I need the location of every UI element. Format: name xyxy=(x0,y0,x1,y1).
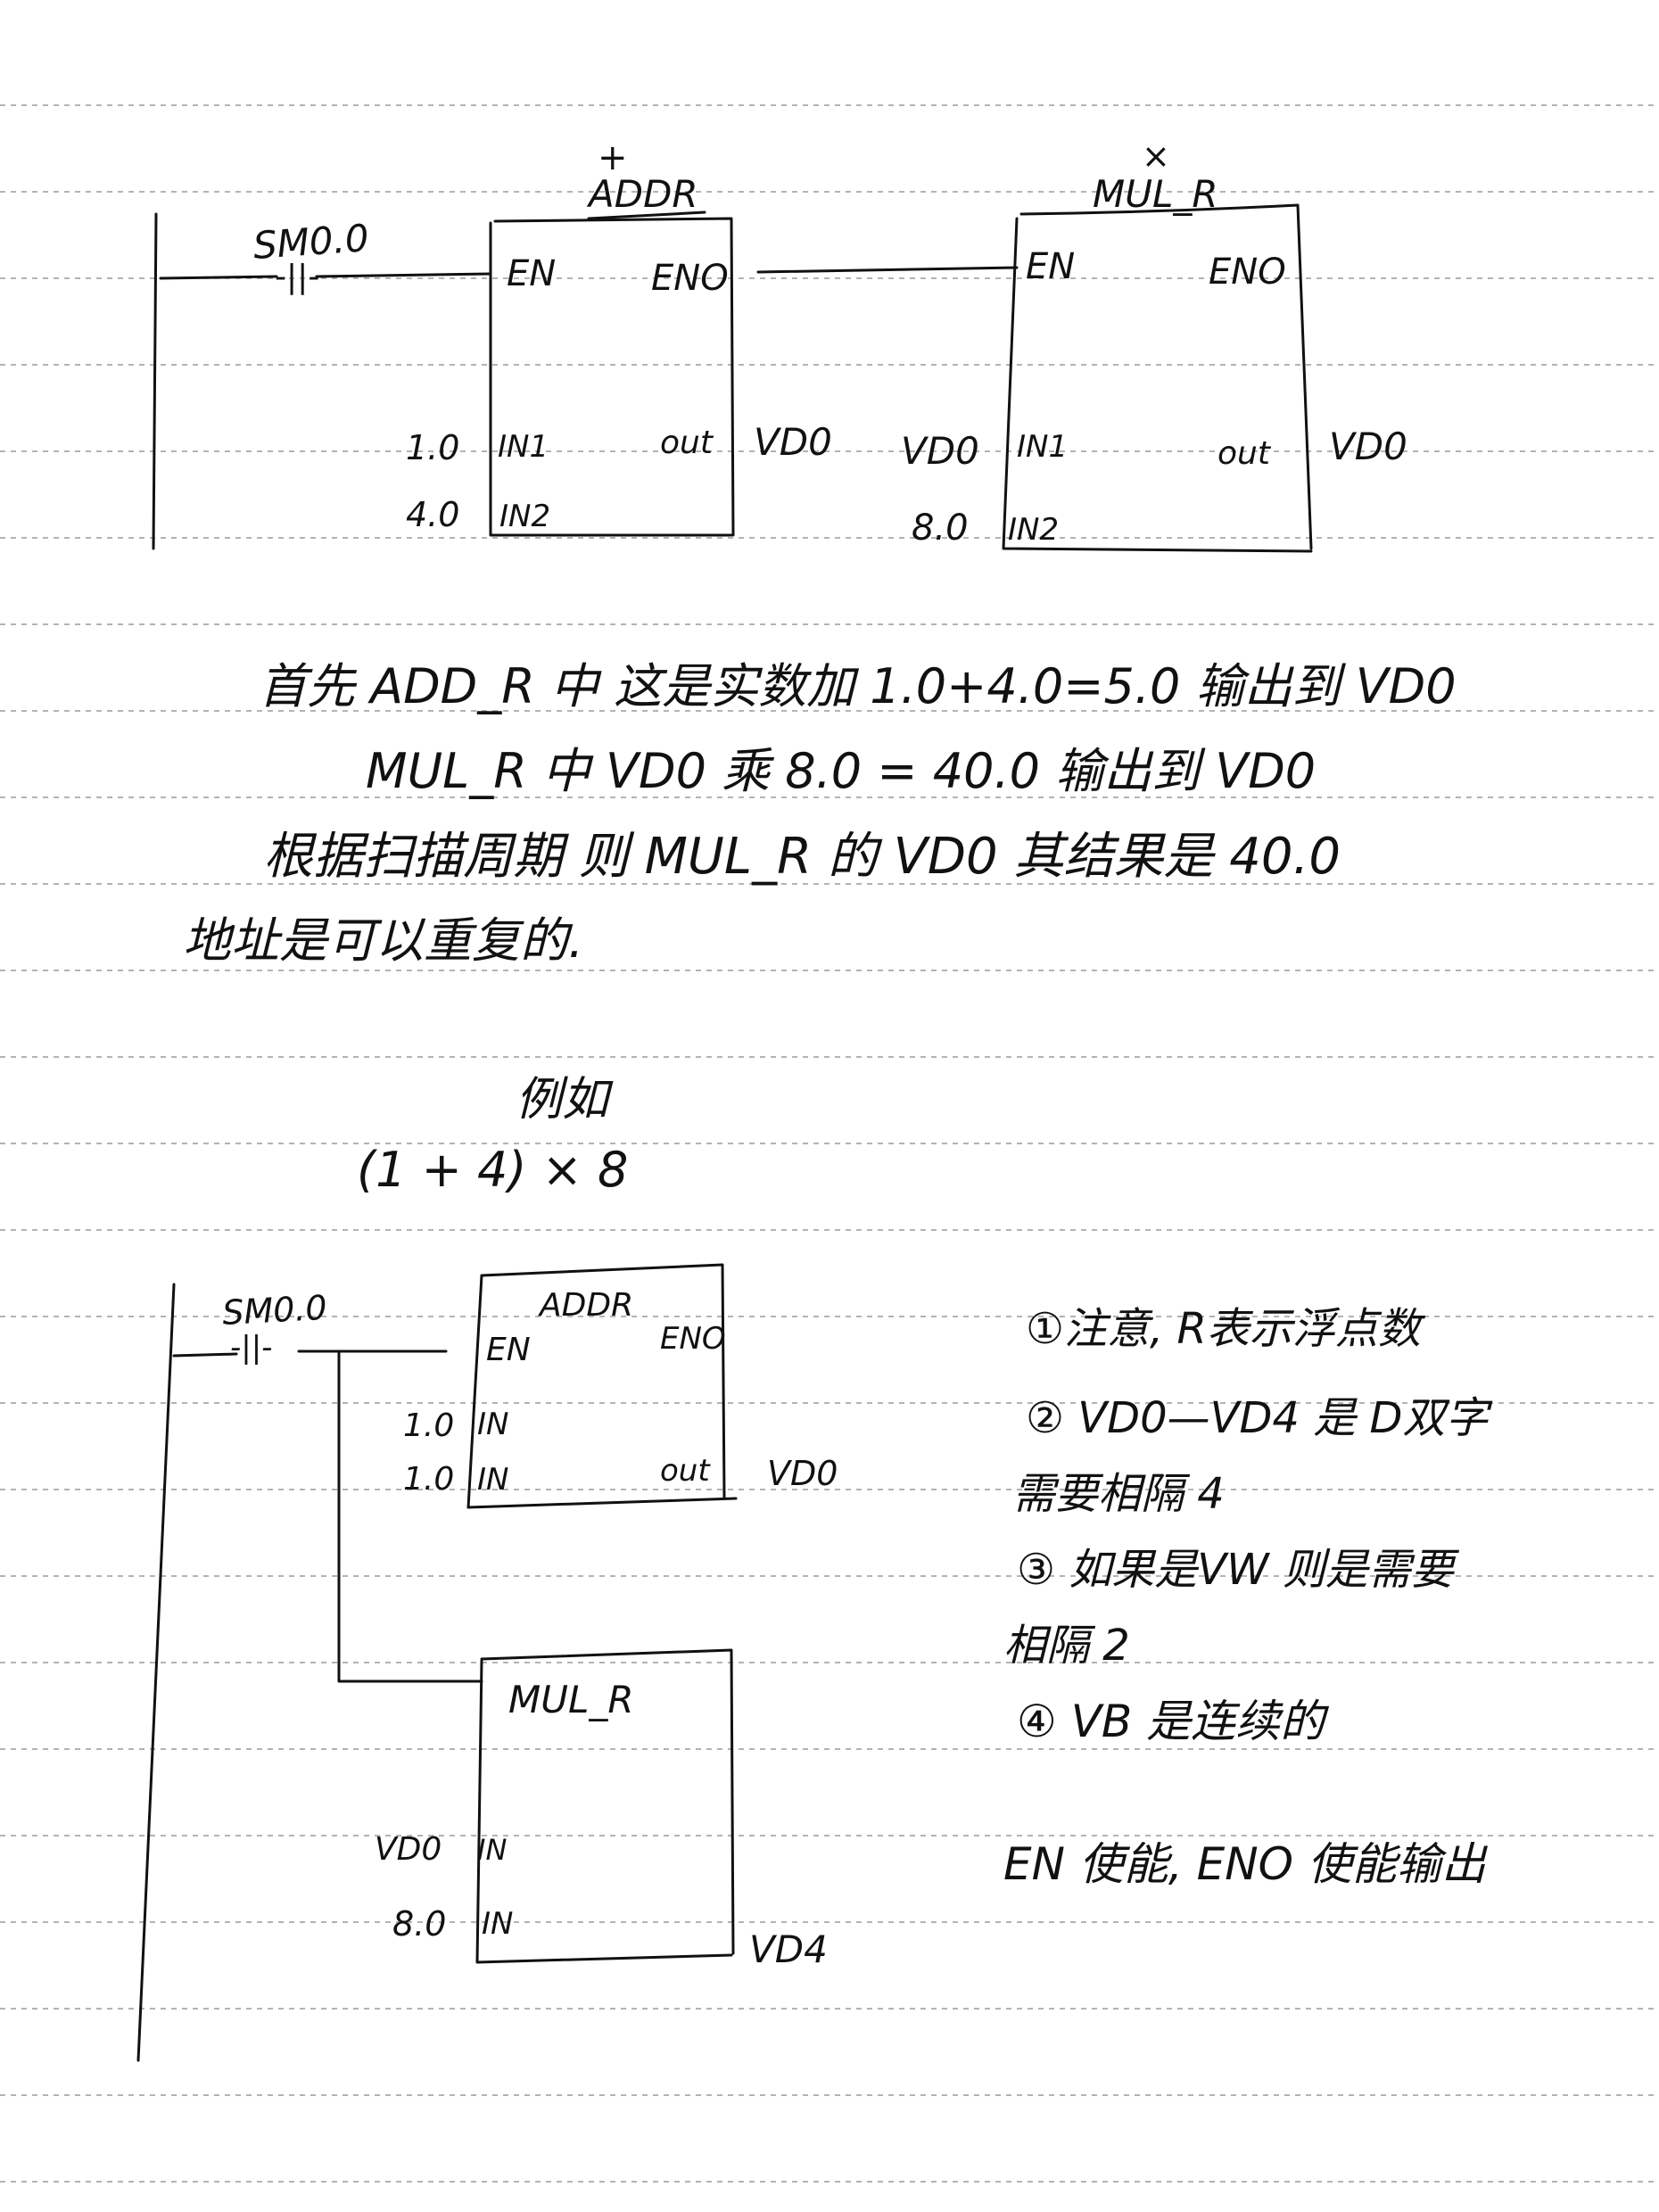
mul-block-box xyxy=(1002,203,1313,553)
power-rail-2 xyxy=(136,1283,176,2062)
mul-in2-value: 8.0 xyxy=(912,508,969,549)
mul-block: × MUL_R EN ENO IN1 IN2 out VD0 8.0 VD0 xyxy=(901,136,1407,553)
rung-wire-2 xyxy=(172,1349,448,1358)
explanation-line-1: 首先 ADD_R 中 这是实数加 1.0+4.0=5.0 输出到 VD0 xyxy=(259,658,1457,714)
add2-in2-value: 1.0 xyxy=(403,1461,454,1498)
mul-block-title: MUL_R xyxy=(1093,172,1218,216)
add-block-title: ADDR xyxy=(586,172,698,216)
mul-in1-label: IN1 xyxy=(1017,429,1068,465)
mul-out-label: out xyxy=(1217,435,1272,472)
add-block-2: ADDR EN ENO IN IN out 1.0 1.0 VD0 xyxy=(403,1263,838,1509)
ladder-diagram-2: SM0.0 -||- ADDR EN ENO IN IN out 1.0 1.0… xyxy=(136,1263,838,2062)
note-1: ①注意, R表示浮点数 xyxy=(1026,1304,1421,1354)
note-4: ④ VB 是连续的 xyxy=(1017,1696,1325,1747)
add2-block-title: ADDR xyxy=(538,1287,633,1324)
mul2-in1-label: IN xyxy=(477,1833,507,1867)
ladder-diagram-1: SM0.0 -||- + ADDR EN ENO IN1 IN2 out 1.0… xyxy=(152,136,1407,553)
mul-in1-value: VD0 xyxy=(901,429,979,473)
add2-en-label: EN xyxy=(486,1332,531,1368)
add-block-box xyxy=(489,217,735,537)
add-out-label: out xyxy=(660,425,714,461)
rung-wire-1 xyxy=(159,272,492,280)
add2-in1-label: IN xyxy=(477,1407,508,1442)
mul2-out-value: VD4 xyxy=(749,1927,828,1971)
note-2a: ② VD0—VD4 是 D双字 xyxy=(1026,1393,1489,1443)
note-3b: 相隔 2 xyxy=(1003,1621,1130,1671)
add-block-title-underline xyxy=(587,210,706,220)
power-rail-1 xyxy=(152,212,158,550)
add-in1-value: 1.0 xyxy=(406,428,459,467)
contact-label-1: SM0.0 xyxy=(252,216,370,268)
note-5: EN 使能, ENO 使能输出 xyxy=(1003,1838,1486,1890)
mul-block-2-box xyxy=(475,1648,735,1964)
add-en-label: EN xyxy=(507,253,556,294)
add2-in1-value: 1.0 xyxy=(403,1407,454,1444)
mul-in2-label: IN2 xyxy=(1008,512,1059,548)
example-formula: (1 + 4) × 8 xyxy=(357,1142,629,1198)
add2-out-label: out xyxy=(660,1453,711,1489)
explanation-line-3: 根据扫描周期 则 MUL_R 的 VD0 其结果是 40.0 xyxy=(263,828,1341,886)
mul2-in2-value: 8.0 xyxy=(392,1904,446,1944)
add2-in2-label: IN xyxy=(477,1462,508,1498)
mul2-in1-value: VD0 xyxy=(375,1831,442,1868)
add-out-value: VD0 xyxy=(754,420,832,464)
mul-eno-label: ENO xyxy=(1209,252,1286,293)
add-block-2-box xyxy=(466,1263,738,1509)
mul-block-2: MUL_R IN IN VD0 8.0 VD4 xyxy=(375,1648,828,1971)
branch-wire xyxy=(337,1349,483,1683)
note-2b: 需要相隔 4 xyxy=(1012,1469,1225,1519)
add-in2-label: IN2 xyxy=(499,499,550,534)
add2-out-value: VD0 xyxy=(767,1454,838,1493)
mul-out-value: VD0 xyxy=(1329,425,1407,468)
mul-op-mark: × xyxy=(1142,136,1170,176)
eno-to-en-wire xyxy=(756,266,1019,274)
note-3a: ③ 如果是VW 则是需要 xyxy=(1017,1545,1454,1595)
explanation-line-4: 地址是可以重复的. xyxy=(183,912,584,969)
add2-eno-label: ENO xyxy=(660,1321,726,1357)
contact-symbol-1: -||- xyxy=(275,259,319,295)
mul2-block-title: MUL_R xyxy=(508,1678,634,1721)
add-op-mark: + xyxy=(598,137,628,178)
example-heading: 例如 xyxy=(516,1073,609,1127)
add-block: + ADDR EN ENO IN1 IN2 out 1.0 4.0 VD0 xyxy=(406,137,832,537)
contact-label-2: SM0.0 xyxy=(221,1288,327,1333)
add-eno-label: ENO xyxy=(651,258,729,299)
add-in1-label: IN1 xyxy=(498,429,549,465)
mul2-in2-label: IN xyxy=(482,1906,513,1942)
contact-symbol-2: -||- xyxy=(230,1330,272,1366)
explanation-line-2: MUL_R 中 VD0 乘 8.0 = 40.0 输出到 VD0 xyxy=(366,743,1316,799)
mul-en-label: EN xyxy=(1026,246,1075,287)
add-in2-value: 4.0 xyxy=(406,495,459,534)
